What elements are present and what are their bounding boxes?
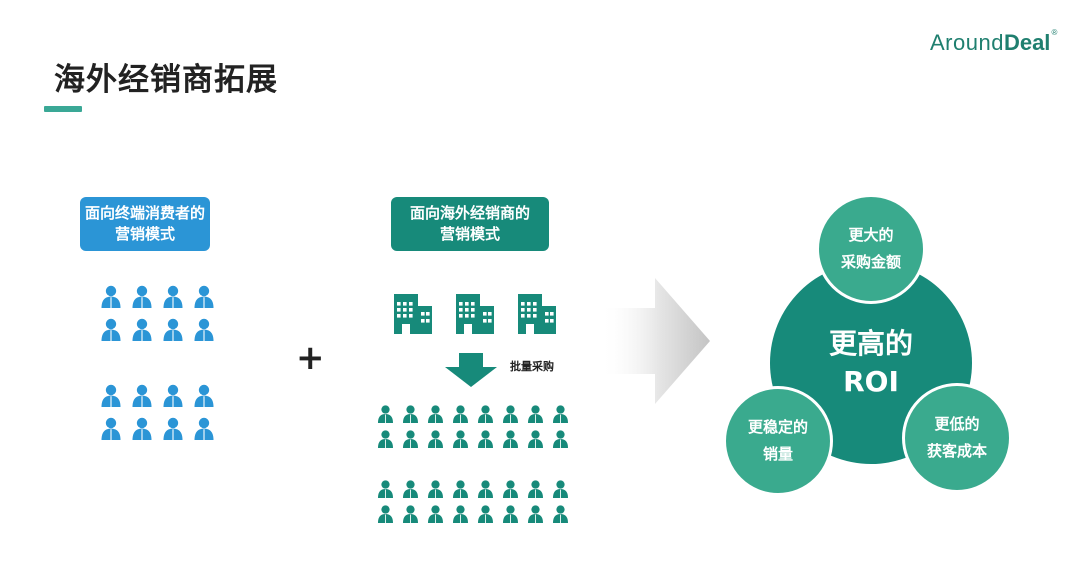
- person-icon: [526, 404, 551, 429]
- left-circle-line2: 销量: [762, 445, 793, 463]
- person-icon: [192, 383, 223, 416]
- person-icon: [426, 429, 451, 454]
- left-circle-line1: 更稳定的: [747, 418, 808, 436]
- right-circle-line1: 更低的: [934, 415, 980, 433]
- person-icon: [161, 383, 192, 416]
- logo: AroundDeal®: [930, 28, 1058, 56]
- person-icon: [130, 284, 161, 317]
- person-icon: [501, 429, 526, 454]
- consumer-people-grid: [99, 284, 223, 449]
- chevron-right-icon: [600, 278, 710, 408]
- person-icon: [426, 504, 451, 529]
- person-icon: [376, 429, 401, 454]
- person-icon: [192, 284, 223, 317]
- person-icon: [451, 429, 476, 454]
- person-icon: [401, 504, 426, 529]
- person-icon: [161, 317, 192, 350]
- dealer-label-line2: 营销模式: [439, 225, 500, 243]
- person-icon: [192, 317, 223, 350]
- person-icon: [476, 504, 501, 529]
- person-icon: [426, 479, 451, 504]
- person-icon: [501, 404, 526, 429]
- person-icon: [501, 504, 526, 529]
- consumer-marketing-label: 面向终端消费者的 营销模式: [80, 197, 210, 251]
- person-icon: [401, 429, 426, 454]
- person-icon: [501, 479, 526, 504]
- building-icon: [392, 292, 434, 336]
- dealer-buildings: [392, 292, 558, 336]
- person-icon: [476, 429, 501, 454]
- person-icon: [476, 404, 501, 429]
- person-icon: [99, 416, 130, 449]
- stable-sales-circle: 更稳定的 销量: [723, 386, 833, 496]
- page-title: 海外经销商拓展: [54, 62, 278, 98]
- logo-text-deal: Deal: [1003, 30, 1051, 55]
- person-icon: [526, 429, 551, 454]
- person-icon: [401, 404, 426, 429]
- person-icon: [130, 317, 161, 350]
- person-icon: [526, 479, 551, 504]
- dealer-people-grid: [376, 404, 576, 529]
- person-icon: [99, 317, 130, 350]
- main-circle-line1: 更高的: [828, 327, 913, 360]
- main-circle-line2: ROI: [843, 365, 899, 398]
- right-circle-line2: 获客成本: [926, 442, 987, 460]
- person-icon: [192, 416, 223, 449]
- person-icon: [551, 429, 576, 454]
- consumer-label-line2: 营销模式: [114, 225, 175, 243]
- person-icon: [551, 479, 576, 504]
- larger-purchase-amount-circle: 更大的 采购金额: [816, 194, 926, 304]
- person-icon: [99, 284, 130, 317]
- person-icon: [161, 416, 192, 449]
- person-icon: [376, 504, 401, 529]
- person-icon: [130, 383, 161, 416]
- plus-sign: +: [296, 338, 325, 378]
- person-icon: [526, 504, 551, 529]
- person-icon: [451, 504, 476, 529]
- logo-registered-mark: ®: [1051, 28, 1058, 37]
- person-icon: [451, 404, 476, 429]
- top-circle-line2: 采购金额: [840, 253, 901, 271]
- grid-spacer: [99, 350, 223, 358]
- person-icon: [426, 404, 451, 429]
- person-icon: [161, 284, 192, 317]
- person-icon: [401, 479, 426, 504]
- person-icon: [376, 404, 401, 429]
- top-circle-line1: 更大的: [848, 226, 894, 244]
- person-icon: [130, 416, 161, 449]
- logo-text-around: Around: [930, 30, 1004, 55]
- person-icon: [376, 479, 401, 504]
- consumer-label-line1: 面向终端消费者的: [84, 204, 205, 222]
- lower-acquisition-cost-circle: 更低的 获客成本: [902, 383, 1012, 493]
- person-icon: [451, 479, 476, 504]
- dealer-marketing-label: 面向海外经销商的 营销模式: [391, 197, 549, 251]
- grid-spacer: [376, 454, 576, 461]
- person-icon: [476, 479, 501, 504]
- title-underline: [44, 106, 82, 112]
- dealer-label-line1: 面向海外经销商的: [409, 204, 530, 222]
- person-icon: [551, 404, 576, 429]
- bulk-purchase-label: 批量采购: [510, 360, 554, 373]
- arrow-down-icon: [445, 353, 497, 391]
- building-icon: [516, 292, 558, 336]
- building-icon: [454, 292, 496, 336]
- person-icon: [99, 383, 130, 416]
- person-icon: [551, 504, 576, 529]
